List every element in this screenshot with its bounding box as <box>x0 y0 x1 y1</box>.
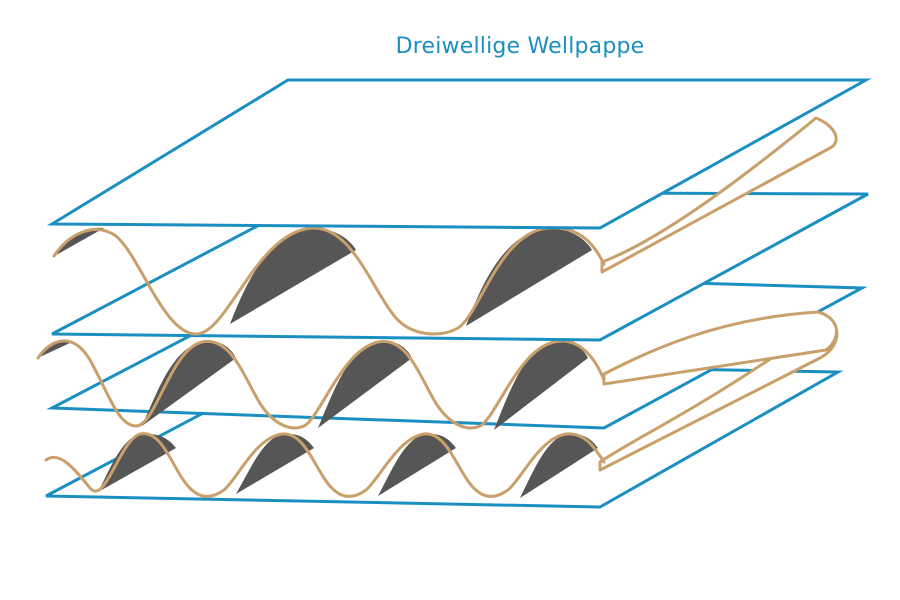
flute-shadow <box>236 433 314 494</box>
flute-shadow <box>466 228 592 326</box>
flute-shadow <box>54 227 104 256</box>
flute-layer-2-shadows <box>38 340 588 430</box>
flute-shadow <box>38 340 72 358</box>
flute-layer-3-shadows <box>98 433 598 498</box>
flute-shadow <box>98 433 176 492</box>
diagram-title: Dreiwellige Wellpappe <box>395 34 645 59</box>
flute-layer-1-wave <box>52 226 606 336</box>
flute-layer-3-wave <box>44 432 606 498</box>
flute-shadow <box>318 341 412 428</box>
flute-layer-2-wave <box>36 339 606 430</box>
flute-shadow <box>520 433 598 498</box>
top-liner-sheet <box>46 78 872 230</box>
flute-layer-2-side <box>602 310 838 386</box>
flute-shadow <box>378 433 456 496</box>
flute-layer-1-side <box>600 116 838 274</box>
flute-layer-1-shadows <box>54 227 592 326</box>
flute-shadow <box>494 341 588 430</box>
flute-shadow <box>142 341 236 426</box>
flute-shadow <box>230 228 356 324</box>
